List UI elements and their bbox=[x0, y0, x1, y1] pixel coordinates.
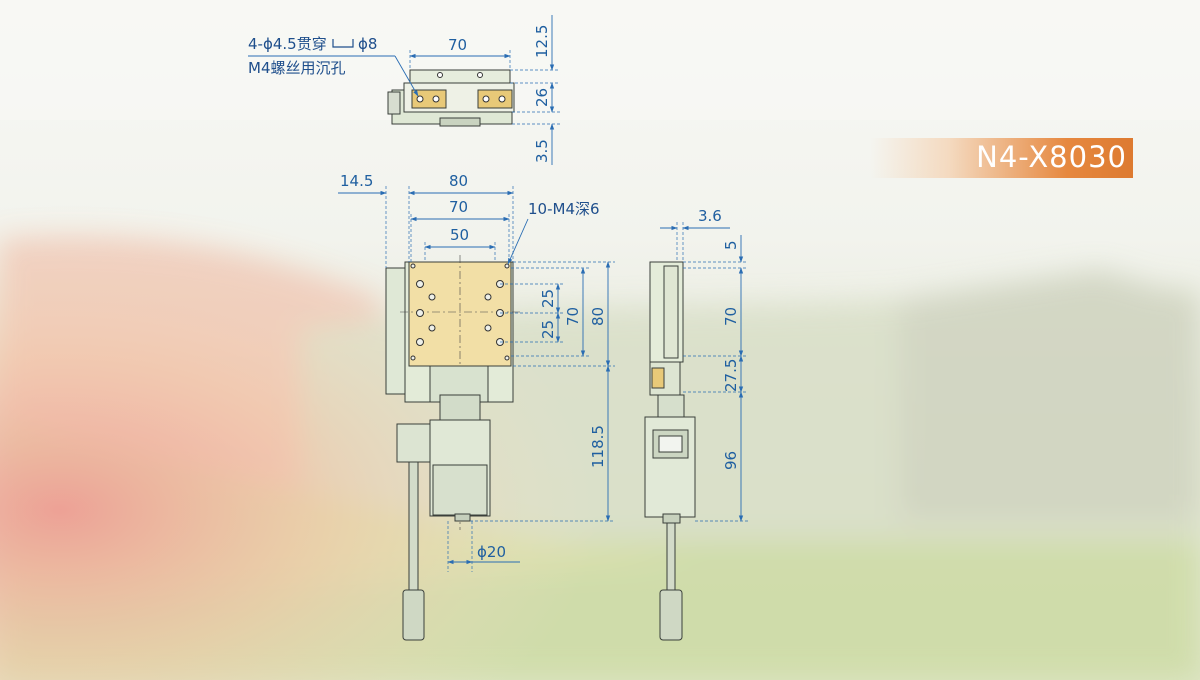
side-shaft-end bbox=[662, 513, 681, 524]
top-view bbox=[387, 69, 515, 127]
side-cable-connector bbox=[659, 589, 683, 641]
dim-front-70: 70 bbox=[449, 198, 468, 216]
top-view-motor-stub bbox=[439, 117, 481, 127]
front-connector-box bbox=[396, 423, 434, 463]
front-table-hole bbox=[416, 280, 424, 288]
front-table-hole bbox=[504, 263, 510, 269]
dim-front-25b: 25 bbox=[539, 320, 557, 339]
front-table-hole bbox=[504, 355, 510, 361]
dim-front-v118-5: 118.5 bbox=[589, 425, 607, 468]
dim-side-96: 96 bbox=[722, 451, 740, 470]
dim-front-v70: 70 bbox=[564, 307, 582, 326]
dim-side-3-6: 3.6 bbox=[698, 207, 722, 225]
dim-top-26: 26 bbox=[533, 88, 551, 107]
side-motor-connector-face bbox=[658, 435, 683, 453]
top-view-hole bbox=[477, 72, 483, 78]
callout-hole-spec-line2: M4螺丝用沉孔 bbox=[248, 59, 346, 77]
front-cable-connector bbox=[402, 589, 425, 641]
top-view-rail-left bbox=[411, 89, 447, 109]
front-table-hole bbox=[484, 293, 492, 301]
dim-side-5: 5 bbox=[722, 240, 740, 250]
callout-tapped-holes: 10-M4深6 bbox=[528, 200, 600, 218]
side-view bbox=[644, 261, 696, 641]
front-shaft-end bbox=[454, 513, 471, 522]
model-badge: N4-X8030 bbox=[870, 138, 1133, 178]
dim-front-dia20: ϕ20 bbox=[477, 543, 506, 561]
dim-front-25a: 25 bbox=[539, 289, 557, 308]
callout-hole-spec-tail: ϕ8 bbox=[358, 35, 377, 53]
front-table-hole bbox=[410, 355, 416, 361]
front-coupling bbox=[439, 394, 481, 421]
front-motor-lower bbox=[432, 464, 488, 516]
dim-front-80: 80 bbox=[449, 172, 468, 190]
top-view-hole bbox=[437, 72, 443, 78]
top-view-hole bbox=[432, 95, 440, 103]
top-view-rail-right bbox=[477, 89, 513, 109]
top-view-hole bbox=[498, 95, 506, 103]
callout-hole-spec-line1: 4-ϕ4.5贯穿 bbox=[248, 35, 327, 53]
top-view-hole bbox=[416, 95, 424, 103]
dim-top-width: 70 bbox=[448, 36, 467, 54]
dim-front-14-5: 14.5 bbox=[340, 172, 373, 190]
front-table-hole bbox=[428, 293, 436, 301]
front-table-hole bbox=[428, 324, 436, 332]
model-code-label: N4-X8030 bbox=[976, 140, 1127, 174]
front-table-hole bbox=[416, 338, 424, 346]
dim-side-70: 70 bbox=[722, 307, 740, 326]
dim-top-3-5: 3.5 bbox=[533, 139, 551, 163]
front-table-hole bbox=[410, 263, 416, 269]
side-coupling bbox=[657, 394, 685, 418]
front-table-hole bbox=[484, 324, 492, 332]
front-cable bbox=[408, 461, 419, 591]
side-cable bbox=[666, 522, 676, 594]
dim-side-27-5: 27.5 bbox=[722, 359, 740, 392]
dim-top-12-5: 12.5 bbox=[533, 25, 551, 58]
dim-front-v80: 80 bbox=[589, 307, 607, 326]
counterbore-symbol bbox=[332, 39, 354, 48]
dim-front-50: 50 bbox=[450, 226, 469, 244]
side-bracket bbox=[651, 367, 665, 389]
top-view-end-cap bbox=[387, 91, 401, 115]
side-stage-rail bbox=[663, 265, 679, 359]
top-view-hole bbox=[482, 95, 490, 103]
front-table-hole bbox=[416, 309, 424, 317]
front-view bbox=[385, 255, 520, 641]
